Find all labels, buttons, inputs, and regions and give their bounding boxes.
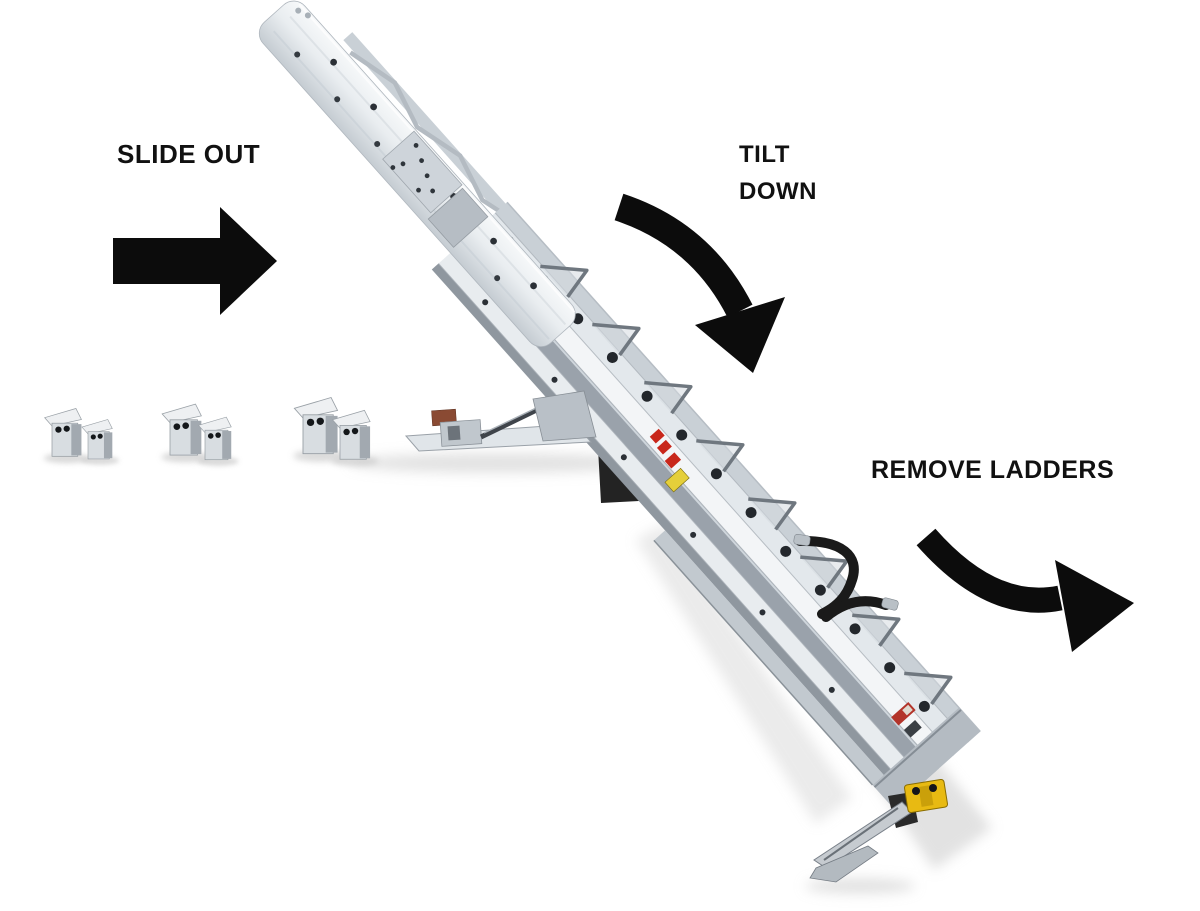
lever-foot [809,845,879,883]
rack-end-cap [872,707,981,809]
tilt-down-line2: DOWN [739,178,817,205]
slide-out-label: SLIDE OUT [117,139,261,169]
latch-and-lever [809,778,949,883]
wire-hooks [540,264,953,705]
ladder-rack [258,0,981,809]
clamp-pair-1 [44,408,119,464]
lower-rivets [482,299,835,693]
tilt-down-label: TILT DOWN [739,136,817,210]
warning-stickers [649,428,922,738]
base-plate-assembly [404,390,597,452]
slide-out-arrow-icon [113,207,277,315]
hook-ferrule [793,534,811,546]
clamp-pair-3 [293,398,378,467]
instruction-arrows [113,193,1134,652]
front-bracket [439,419,483,447]
clamp-pair-2 [161,404,238,466]
rubber-hooks [793,534,899,622]
remove-ladders-label: REMOVE LADDERS [871,456,1115,484]
slide-clamp-block [427,187,489,248]
joint-plate [382,130,463,214]
pivot-gusset [532,390,597,442]
remove-ladders-arrow-icon [916,528,1134,652]
slide-out-beam [258,0,576,347]
hook-ferrule [881,597,899,611]
tilt-down-arrow-icon [614,193,785,373]
tilt-down-line1: TILT [739,141,790,168]
truss-rail [343,32,537,246]
